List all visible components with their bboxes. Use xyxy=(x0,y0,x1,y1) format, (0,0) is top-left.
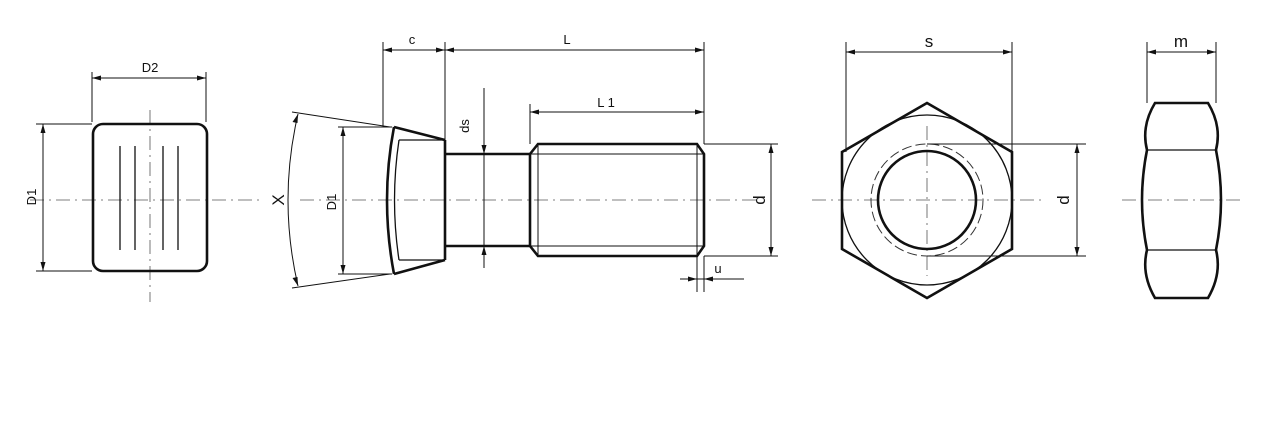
d2-dimension: D2 xyxy=(91,60,207,122)
d-nut-label: d xyxy=(1054,195,1073,204)
s-dimension: s xyxy=(845,32,1013,152)
d1-washer-label: D1 xyxy=(24,189,39,206)
d1-bolt-dimension: D1 xyxy=(324,126,392,275)
nut-side-view: m xyxy=(1122,32,1242,300)
nut-side-outline xyxy=(1140,101,1223,300)
bolt-thread-outline xyxy=(528,142,706,258)
u-label: u xyxy=(714,261,721,276)
ds-label: ds xyxy=(457,119,472,133)
l-label: L xyxy=(563,32,570,47)
nut-top-view: s d xyxy=(812,32,1086,300)
nut-bore xyxy=(876,149,978,251)
u-dimension: u xyxy=(680,256,744,292)
l1-label: L 1 xyxy=(597,95,615,110)
washer-end-view: D2 D1 xyxy=(24,60,262,302)
x-dimension: X xyxy=(269,111,391,289)
m-dimension: m xyxy=(1146,32,1217,103)
washer-outline xyxy=(91,122,209,273)
bolt-head-bottom-chamfer xyxy=(393,258,446,276)
l-dimension: L xyxy=(445,32,705,144)
bolt-head-top-chamfer xyxy=(393,125,446,142)
d1-washer-dimension: D1 xyxy=(24,123,92,272)
c-label: c xyxy=(409,32,416,47)
nut-chamfer-circle xyxy=(841,114,1013,286)
s-label: s xyxy=(925,32,934,51)
bolt-head-inner-edge xyxy=(393,139,400,261)
c-dimension: c xyxy=(382,32,446,140)
d-nut-dimension: d xyxy=(927,143,1086,257)
ds-dimension: ds xyxy=(457,88,487,268)
d1-bolt-label: D1 xyxy=(324,194,339,211)
l1-dimension: L 1 xyxy=(529,95,704,144)
m-label: m xyxy=(1174,32,1188,51)
bolt-side-view: X D1 c L xyxy=(269,32,778,292)
x-label: X xyxy=(269,194,288,205)
bolt-head-curved-face xyxy=(385,126,396,275)
d-bolt-label: d xyxy=(750,195,769,204)
d2-label: D2 xyxy=(142,60,159,75)
d-bolt-dimension: d xyxy=(704,143,778,257)
